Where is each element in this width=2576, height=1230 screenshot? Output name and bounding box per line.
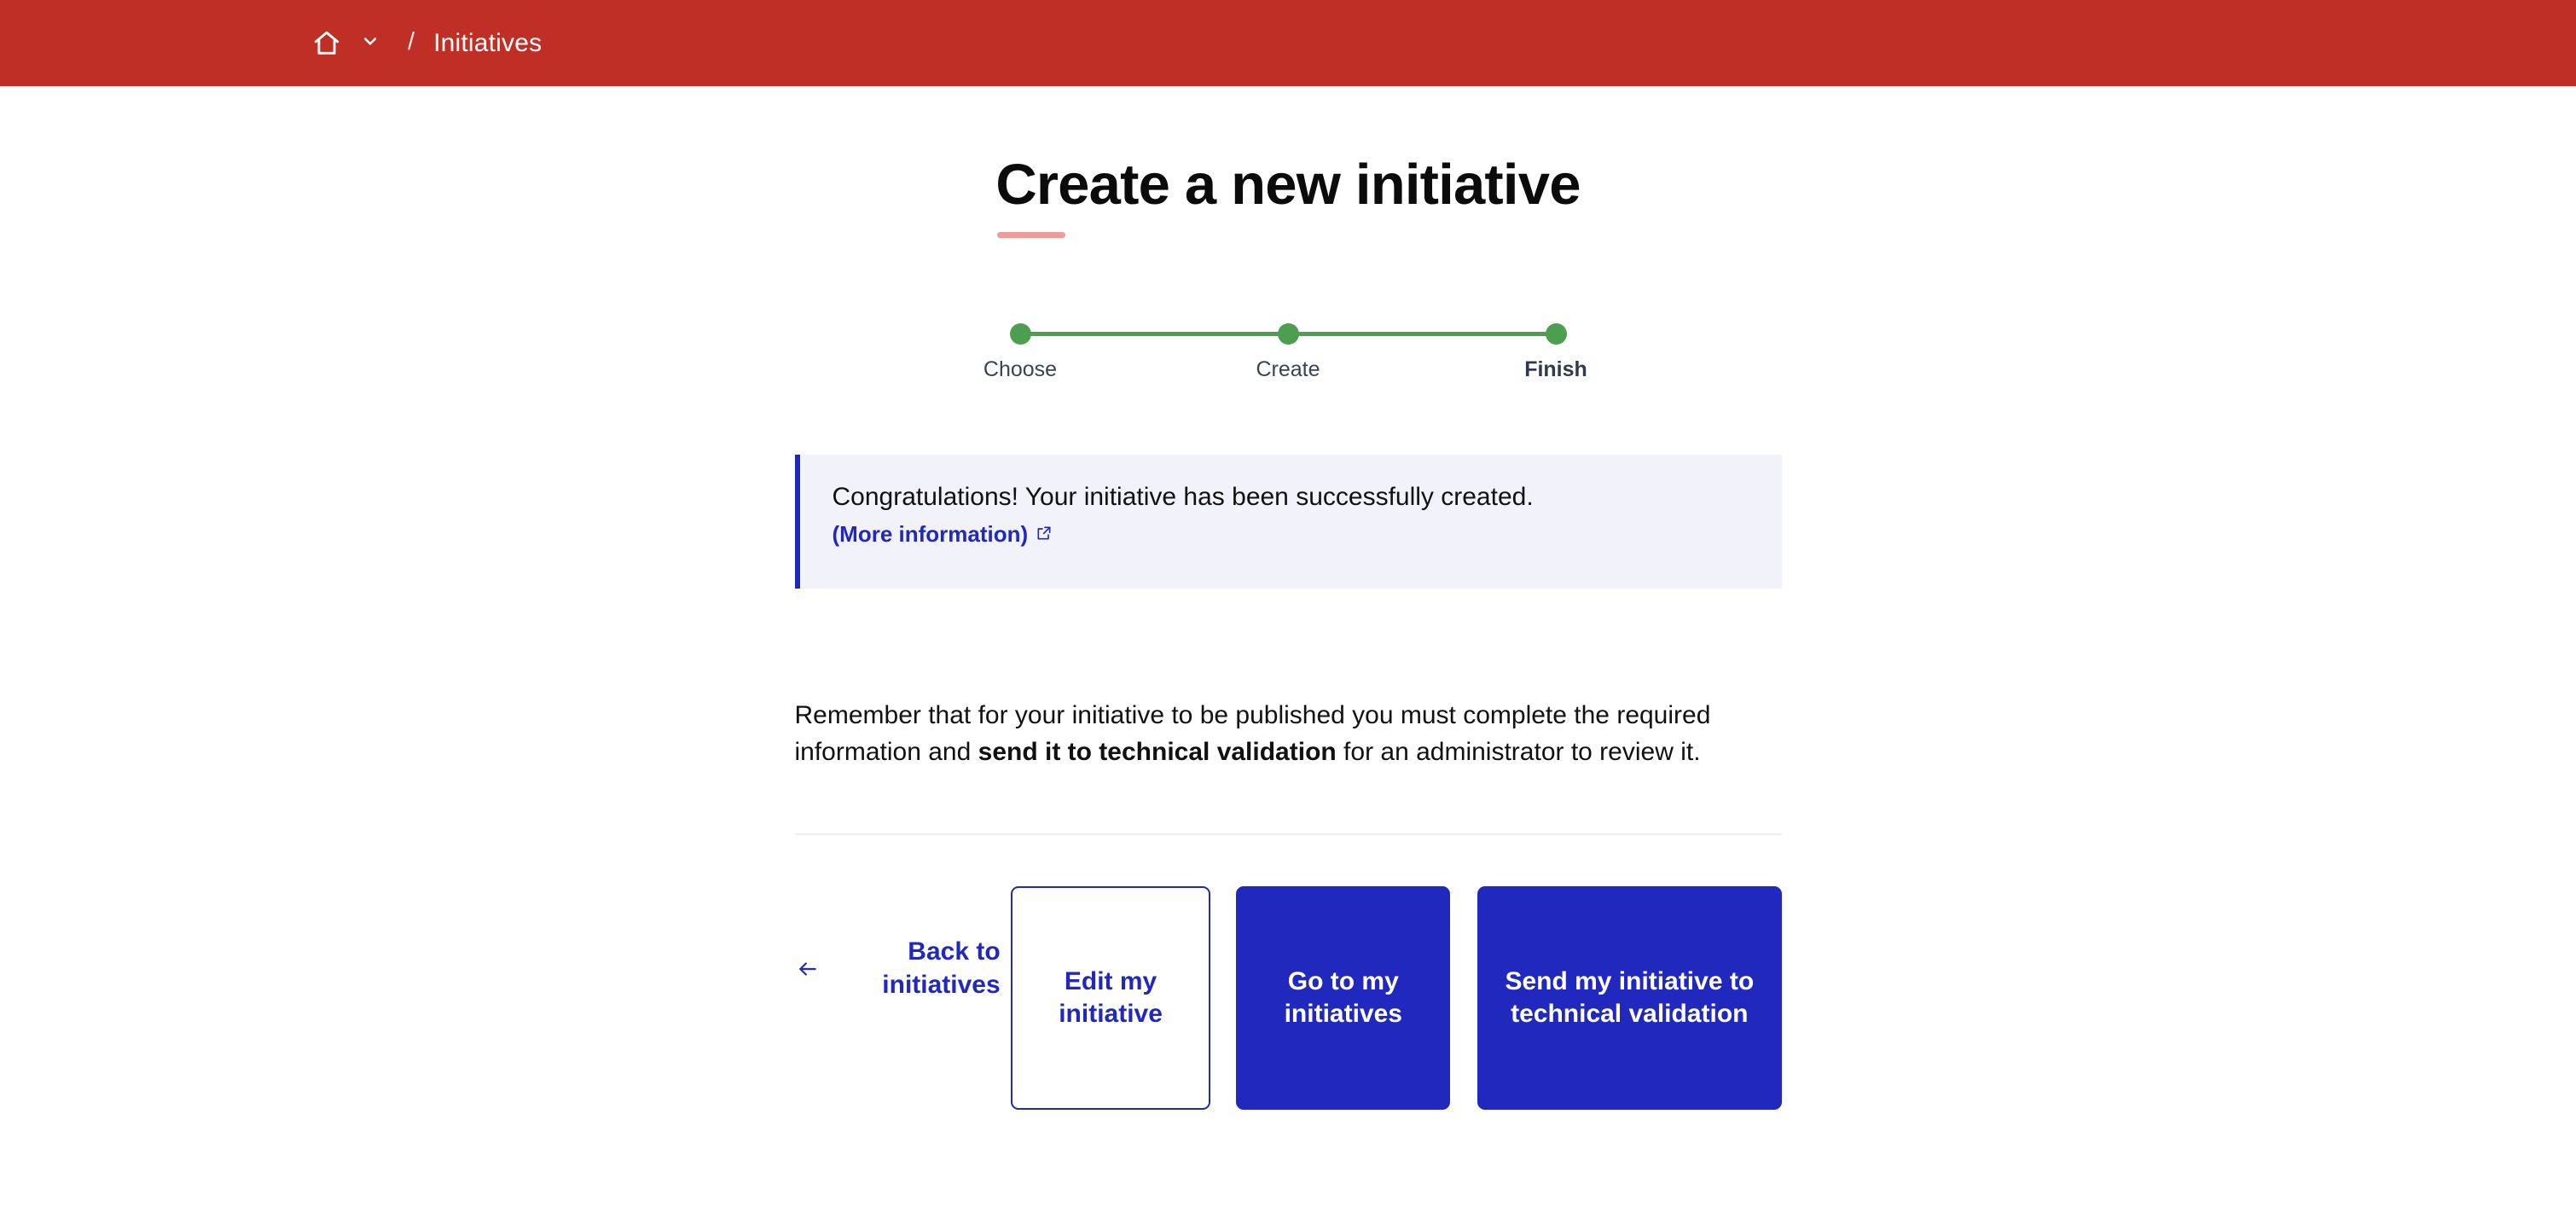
title-accent-bar <box>997 232 1066 238</box>
stepper-step-create[interactable]: Create <box>1220 299 1356 382</box>
breadcrumb-separator: / <box>408 27 415 55</box>
chevron-down-icon <box>362 32 379 54</box>
reminder-paragraph: Remember that for your initiative to be … <box>795 698 1742 770</box>
reminder-text-bold: send it to technical validation <box>978 737 1337 766</box>
send-to-technical-validation-label: Send my initiative to technical validati… <box>1505 966 1755 1029</box>
reminder-text-after: for an administrator to review it. <box>1336 737 1701 766</box>
section-divider <box>794 833 1782 836</box>
more-information-label: (More information) <box>832 520 1029 547</box>
alert-message: Congratulations! Your initiative has bee… <box>832 483 1534 511</box>
step-label-choose: Choose <box>983 357 1058 381</box>
success-alert: Congratulations! Your initiative has bee… <box>794 455 1782 589</box>
step-dot-choose[interactable] <box>1009 323 1031 345</box>
page-title-wrap: Create a new initiative <box>0 156 2576 238</box>
back-to-initiatives-label: Back to initiatives <box>882 937 1001 999</box>
arrow-left-icon <box>795 958 821 980</box>
home-icon <box>312 29 341 58</box>
step-dot-finish[interactable] <box>1545 323 1567 345</box>
action-button-row: Back to initiatives Edit my initiative G… <box>795 886 1782 1111</box>
page-title: Create a new initiative <box>995 153 1581 238</box>
stepper-step-choose[interactable]: Choose <box>952 299 1088 382</box>
edit-my-initiative-label: Edit my initiative <box>1059 966 1163 1029</box>
page-title-text: Create a new initiative <box>995 153 1581 217</box>
go-to-my-initiatives-button[interactable]: Go to my initiatives <box>1236 886 1451 1111</box>
top-navigation-bar: / Initiatives <box>0 0 2576 86</box>
progress-stepper: Choose Create Finish <box>983 299 1587 381</box>
step-label-finish: Finish <box>1524 357 1587 381</box>
content-column: Congratulations! Your initiative has bee… <box>794 455 1782 1111</box>
edit-my-initiative-button[interactable]: Edit my initiative <box>1010 886 1211 1111</box>
step-dot-create[interactable] <box>1277 323 1299 345</box>
stepper-step-finish[interactable]: Finish <box>1488 299 1624 382</box>
go-to-my-initiatives-label: Go to my initiatives <box>1284 966 1402 1029</box>
page-body: Create a new initiative Choose Create Fi… <box>0 156 2576 1111</box>
external-link-icon <box>1036 525 1053 544</box>
send-to-technical-validation-button[interactable]: Send my initiative to technical validati… <box>1477 886 1782 1111</box>
back-to-initiatives-link[interactable]: Back to initiatives <box>795 886 1001 1001</box>
home-button[interactable] <box>307 24 346 63</box>
step-label-create: Create <box>1256 357 1320 381</box>
more-information-link[interactable]: (More information) <box>833 521 1053 548</box>
home-dropdown-toggle[interactable] <box>353 24 387 63</box>
reminder-text-before: Remember that for your initiative to be … <box>794 701 1711 766</box>
breadcrumb-current-initiatives[interactable]: Initiatives <box>433 28 542 57</box>
